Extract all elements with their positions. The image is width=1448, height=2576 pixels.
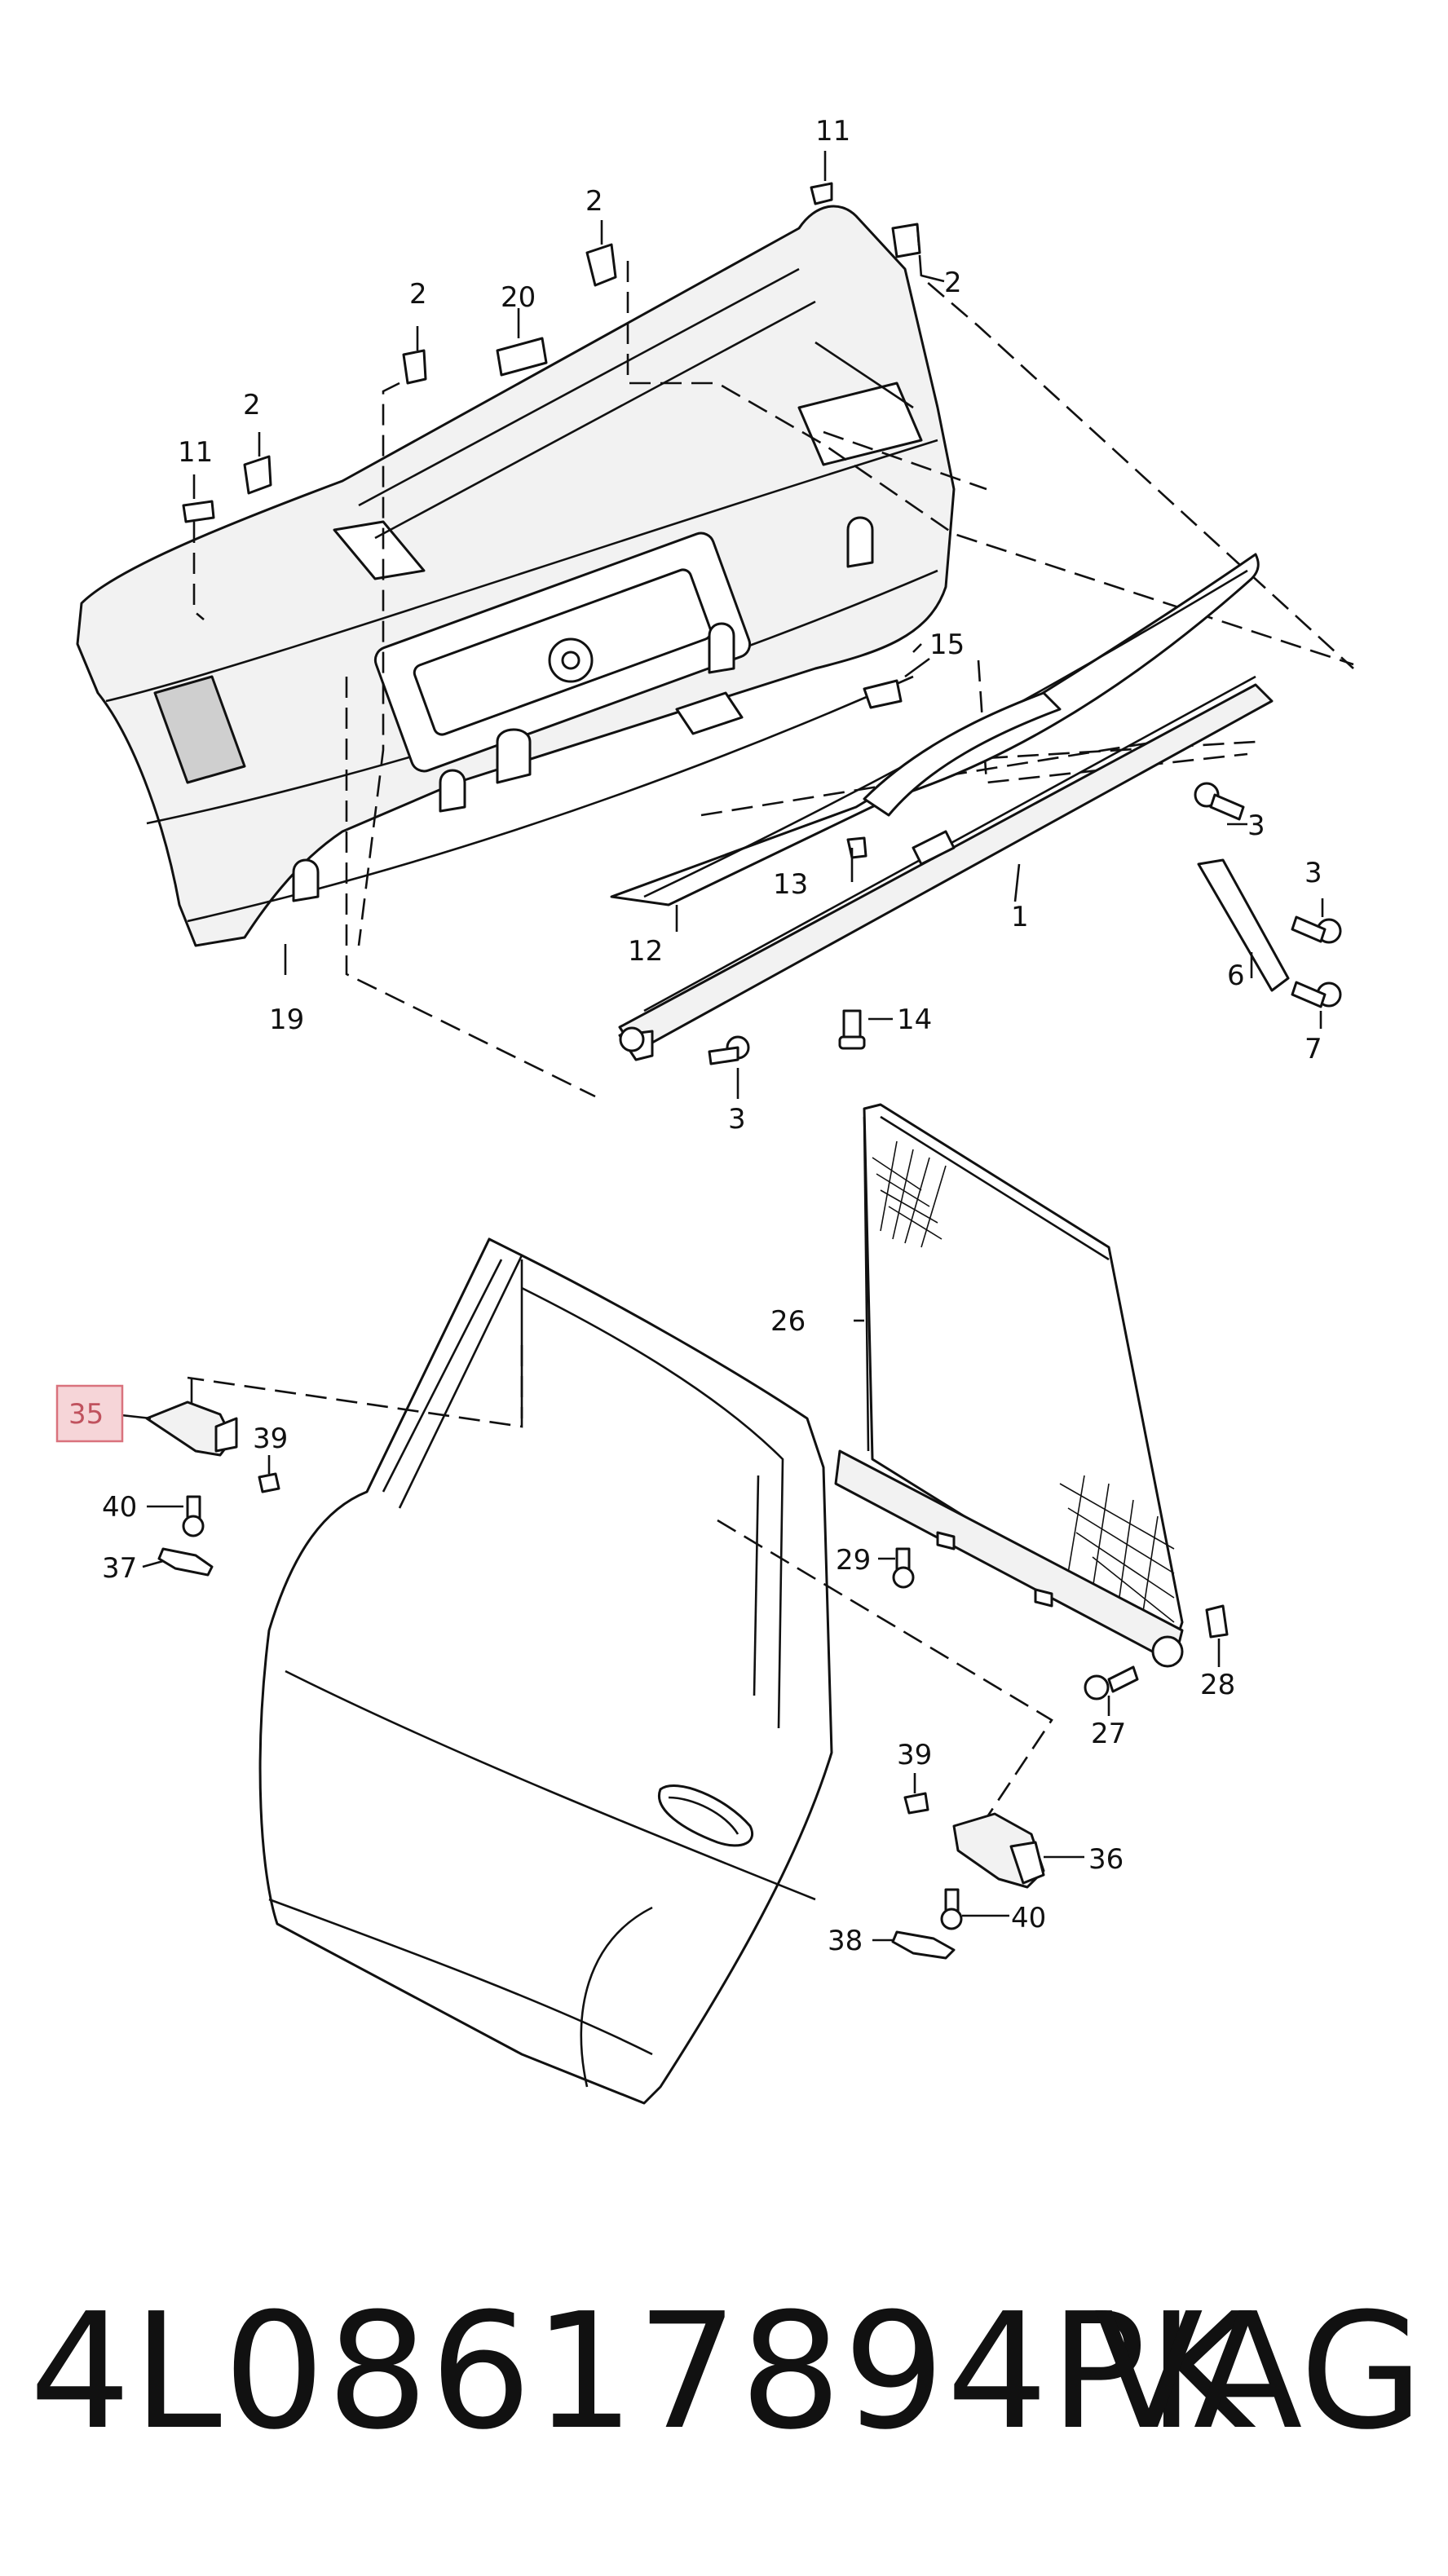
rear-door	[187, 1237, 1053, 2105]
screws-cover	[892, 1547, 1229, 1700]
hinge-cover-left	[145, 1378, 280, 1577]
callout-19: 19	[269, 1003, 304, 1036]
callout-6: 6	[1227, 959, 1245, 992]
callout-1: 1	[1011, 901, 1029, 933]
callout-3-lower: 3	[728, 1103, 746, 1136]
callout-28: 28	[1200, 1669, 1235, 1701]
callout-13: 13	[773, 868, 808, 901]
callout-labels: 11 2 2 2 20 2 11 15 3 3 13 1 6 12 19 14 …	[68, 115, 1322, 1957]
luggage-cover	[834, 1103, 1184, 1668]
footer: 4L08617894PK VAG	[0, 2266, 1448, 2478]
callout-7: 7	[1305, 1033, 1322, 1065]
callout-2-left: 2	[243, 389, 261, 421]
callout-12: 12	[628, 935, 663, 968]
clip-parts	[182, 182, 921, 523]
callout-2-mid: 2	[409, 278, 427, 311]
highlight-box	[55, 1384, 124, 1443]
lower-rail	[618, 675, 1274, 1061]
part-number: 4L08617894PK	[29, 2279, 1255, 2465]
callout-15: 15	[929, 629, 965, 661]
callout-3-upper: 3	[1247, 809, 1265, 842]
callout-29: 29	[836, 1544, 871, 1577]
callout-40-left: 40	[102, 1491, 137, 1524]
parts-diagram: 11 2 2 2 20 2 11 15 3 3 13 1 6 12 19 14 …	[55, 115, 1354, 2105]
callout-20: 20	[501, 281, 536, 314]
callout-36: 36	[1088, 1843, 1124, 1876]
callout-38: 38	[828, 1925, 863, 1957]
callout-26: 26	[770, 1305, 806, 1338]
callout-37: 37	[102, 1552, 137, 1585]
callout-2-top: 2	[585, 185, 603, 218]
callout-11-top: 11	[815, 115, 850, 148]
tailgate-trim-panel	[76, 205, 956, 947]
callout-39-left: 39	[253, 1423, 288, 1455]
callout-39-right: 39	[897, 1739, 932, 1771]
callout-27: 27	[1091, 1718, 1126, 1750]
leader-lines	[113, 657, 1324, 1942]
callout-2-right: 2	[944, 267, 962, 299]
callout-35: 35	[68, 1398, 104, 1431]
callout-14: 14	[897, 1003, 932, 1036]
callout-40-right: 40	[1011, 1902, 1046, 1934]
brand-name: VAG	[1093, 2279, 1424, 2465]
hinge-cover-right	[891, 1773, 1045, 1960]
trim-strip	[610, 553, 1260, 906]
screws-upper	[708, 679, 1342, 1065]
callout-11-left: 11	[178, 436, 213, 469]
callout-3-right: 3	[1305, 857, 1322, 889]
